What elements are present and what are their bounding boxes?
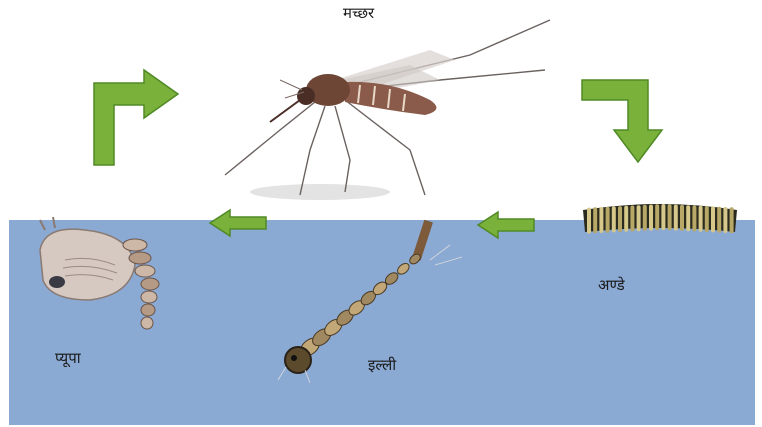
larva-label: इल्ली — [368, 355, 396, 375]
pupa-label: प्यूपा — [55, 348, 81, 368]
arrow-larva-to-pupa — [208, 208, 268, 238]
mosquito-illustration — [210, 10, 570, 210]
arrow-mosquito-to-eggs — [580, 78, 680, 168]
pupa-illustration — [35, 220, 195, 345]
arrow-eggs-to-larva — [476, 210, 536, 240]
arrow-pupa-to-mosquito — [92, 68, 182, 168]
mosquito-label: मच्छर — [343, 3, 374, 23]
egg-raft-illustration — [575, 190, 745, 250]
eggs-label: अण्डे — [598, 275, 625, 295]
